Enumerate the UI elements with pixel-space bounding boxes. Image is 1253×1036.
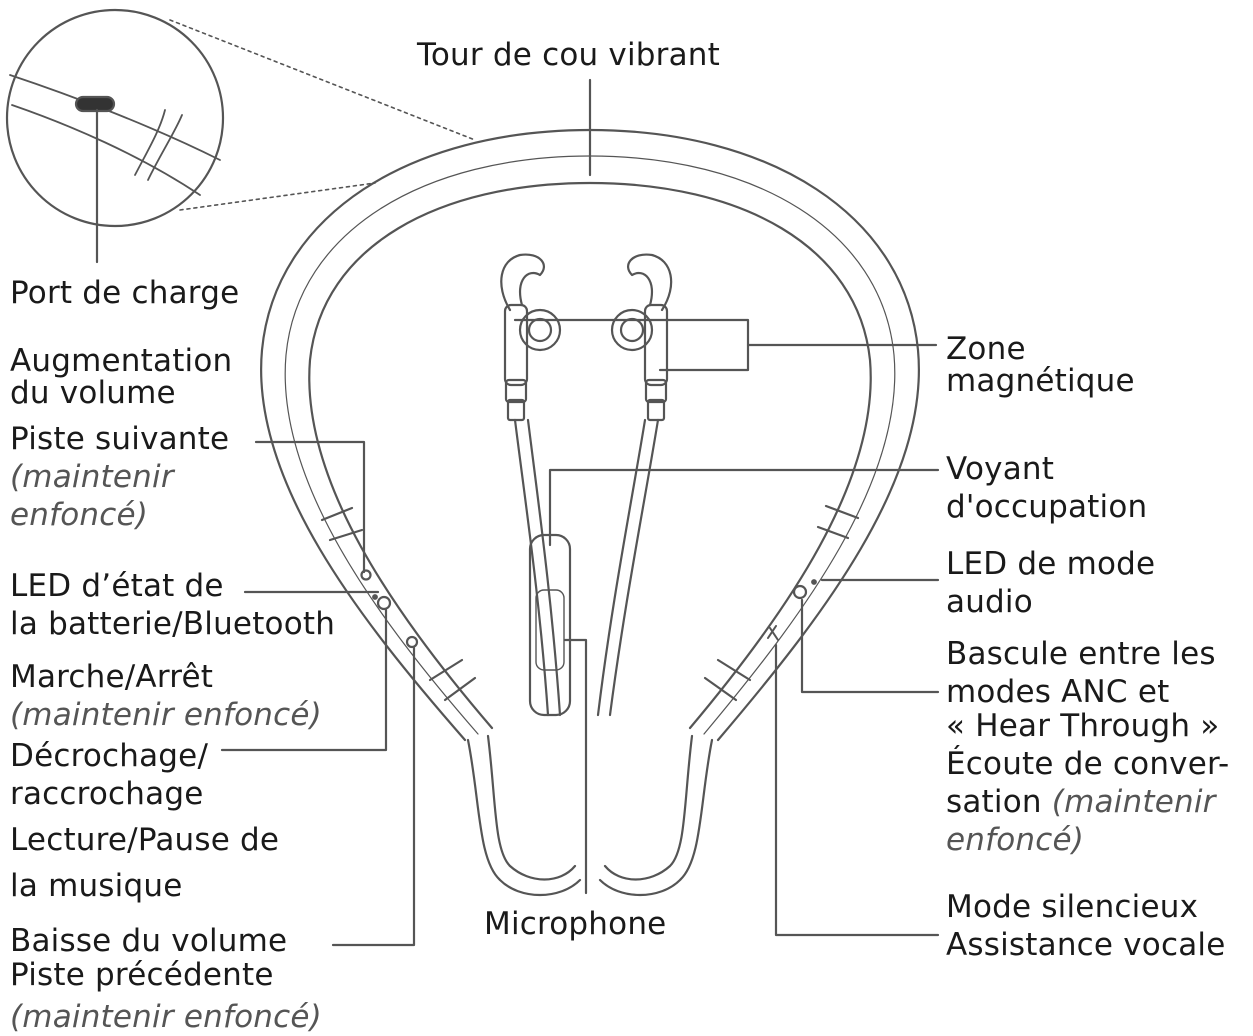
leader-busy-light [548,468,940,547]
left-cable [466,738,582,897]
right-band-segments [703,504,860,702]
label-microphone: Microphone [484,905,666,943]
leader-volume-down [331,646,416,947]
anc-button [792,584,808,600]
volume-up-hold2: enfoncé) [10,497,149,533]
right-earbud [610,253,673,422]
leader-power-call [220,608,388,752]
label-battery-led: LED d’état de la batterie/Bluetooth [10,567,335,643]
anc-line5-row: sation (maintenir [946,783,1229,821]
leader-microphone [563,638,588,895]
anc-line3: « Hear Through » [946,708,1220,744]
volume-up-line2: du volume [10,375,176,411]
right-earbud-cable [608,418,660,717]
left-earbud-cable [513,418,550,717]
usb-port [74,95,116,113]
leader-mute [774,643,940,937]
label-charge-port: Port de charge [10,274,239,312]
charge-port-inset [5,8,225,228]
label-mute: Mode silencieux Assistance vocale [946,888,1225,964]
volume-down-line2: Piste précédente [10,957,274,993]
power-line1: Marche/Arrêt [10,659,214,695]
label-anc: Bascule entre les modes ANC et « Hear Th… [946,635,1229,859]
anc-line1: Bascule entre les [946,636,1216,672]
volume-up-hold1: (maintenir [10,459,174,495]
volume-up-line3: Piste suivante [10,421,230,457]
label-audio-led: LED de mode audio [946,545,1155,621]
microphone-text: Microphone [484,906,667,942]
call-line1: Décrochage/ [10,738,209,774]
call-line4: la musique [10,868,183,904]
anc-hold-a: (maintenir [1051,784,1216,820]
battery-led [376,595,392,611]
neckband-inner [308,181,872,730]
anc-line4: Écoute de conver- [946,746,1230,782]
busy-light-line2: d'occupation [946,489,1148,525]
magnetic-line1: Zone [946,331,1026,367]
audio-led-line2: audio [946,584,1033,620]
audio-led-line1: LED de mode [946,546,1156,582]
battery-led-line1: LED d’état de [10,568,224,604]
mute-line1: Mode silencieux [946,889,1199,925]
leader-anc [800,598,940,694]
mute-button [767,625,779,641]
battery-led-line2: la batterie/Bluetooth [10,606,336,642]
anc-line2: modes ANC et [946,674,1170,710]
label-neckband: Tour de cou vibrant [417,36,720,74]
label-power: Marche/Arrêt (maintenir enfoncé) [10,658,322,734]
neckband-text: Tour de cou vibrant [417,37,720,73]
left-earbud [500,253,562,422]
volume-up-line1: Augmentation [10,343,233,379]
volume-down-hold: (maintenir enfoncé) [10,999,322,1035]
label-magnetic: Zone magnétique [946,330,1135,400]
call-line3: Lecture/Pause de [10,822,280,858]
anc-line5: sation [946,784,1042,820]
label-busy-light: Voyant d'occupation [946,450,1147,526]
charge-port-text: Port de charge [10,275,240,311]
leader-volume-up [254,440,366,574]
volume-up-button [360,569,372,581]
left-band-segments [320,506,477,702]
magnetic-line2: magnétique [946,363,1135,399]
anc-hold-b: enfoncé) [946,822,1085,858]
volume-down-line1: Baisse du volume [10,923,288,959]
label-volume-up: Augmentation du volume Piste suivante (m… [10,342,232,534]
busy-light-line1: Voyant [946,451,1055,487]
right-cable [598,738,714,897]
mute-line2: Assistance vocale [946,927,1226,963]
volume-down-button [405,635,419,649]
label-volume-down: Baisse du volume Piste précédente (maint… [10,922,322,1036]
power-hold: (maintenir enfoncé) [10,697,322,733]
label-call: Décrochage/ raccrochage Lecture/Pause de… [10,737,279,905]
neckband-outer [260,128,920,742]
call-line2: raccrochage [10,776,204,812]
